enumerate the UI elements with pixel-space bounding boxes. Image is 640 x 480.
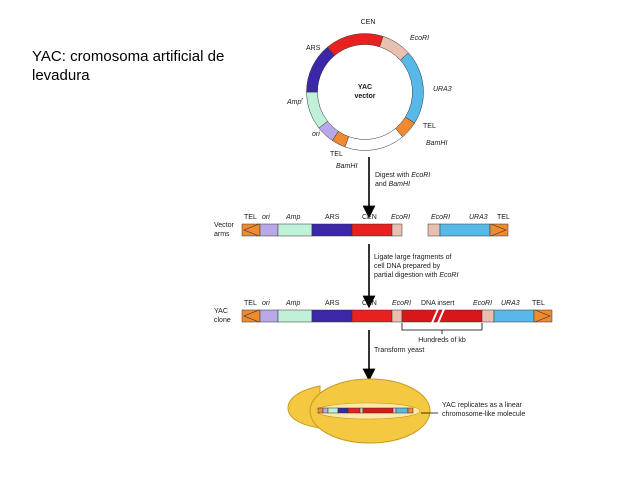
yac-vector-circle bbox=[306, 33, 424, 151]
label-bamhi-right: BamHI bbox=[426, 140, 447, 147]
va-header-ori: ori bbox=[262, 214, 270, 221]
va-bar-ura3 bbox=[439, 223, 491, 237]
va-bar-cen bbox=[351, 223, 393, 237]
va-bar-tel-right bbox=[489, 223, 509, 237]
insert-break-1 bbox=[431, 308, 439, 324]
clone-bar-ars bbox=[311, 309, 353, 323]
clone-header-ars: ARS bbox=[325, 300, 340, 307]
vector-arms-label-1: Vector bbox=[214, 222, 235, 229]
mini-tel-right bbox=[407, 407, 414, 414]
clone-bar-ampr bbox=[277, 309, 313, 323]
va-bar-ori bbox=[259, 223, 279, 237]
digest-text-2-italic: BamHI bbox=[389, 181, 410, 188]
label-cen: CEN bbox=[361, 19, 376, 26]
clone-header-amp: Amp bbox=[285, 300, 301, 307]
label-ars: ARS bbox=[306, 45, 321, 52]
digest-text-2: and bbox=[375, 181, 389, 188]
mini-insert bbox=[362, 407, 394, 414]
va-header-ecori-left: EcoRI bbox=[391, 214, 410, 221]
circle-center-label-1: YAC bbox=[358, 84, 372, 91]
clone-header-tel: TEL bbox=[244, 300, 257, 307]
va-bar-ecori-right bbox=[427, 223, 441, 237]
va-bar-ecori-left bbox=[391, 223, 403, 237]
clone-bar-ecori-1 bbox=[391, 309, 403, 323]
ampr-sup: r bbox=[301, 97, 303, 103]
clone-bar-ecori-2 bbox=[481, 309, 495, 323]
mini-ecori-2 bbox=[392, 407, 397, 414]
clone-header-cen: CEN bbox=[362, 300, 377, 307]
va-bar-ars bbox=[311, 223, 353, 237]
step-digest-line1: Digest with EcoRI bbox=[375, 172, 430, 179]
label-tel-right: TEL bbox=[423, 123, 436, 130]
linear-yac-molecule bbox=[317, 407, 414, 414]
yeast-cell bbox=[287, 378, 431, 444]
bracket-label: Hundreds of kb bbox=[418, 337, 466, 344]
insert-break-2 bbox=[437, 308, 445, 324]
mini-ori bbox=[322, 407, 329, 414]
mini-ars bbox=[337, 407, 349, 414]
mini-ampr bbox=[327, 407, 339, 414]
segment-ura3 bbox=[399, 52, 424, 124]
vector-arms-label-2: arms bbox=[214, 231, 230, 238]
clone-bar-tel-right bbox=[533, 309, 553, 323]
clone-bar-ura3 bbox=[493, 309, 535, 323]
segment-ampr bbox=[306, 91, 328, 129]
va-bar-tel-left bbox=[241, 223, 261, 237]
clone-bar-ori bbox=[259, 309, 279, 323]
ligate-text-3-italic: EcoRI bbox=[439, 272, 458, 279]
yac-clone-label-1: YAC bbox=[214, 308, 228, 315]
step-ligate-line2: cell DNA prepared by bbox=[374, 263, 441, 270]
yac-clone-label-2: clone bbox=[214, 317, 231, 324]
clone-bar-tel-left bbox=[241, 309, 261, 323]
mini-tel-left bbox=[317, 407, 324, 414]
digest-text-1-italic: EcoRI bbox=[411, 172, 430, 179]
va-header-tel-right: TEL bbox=[497, 214, 510, 221]
mini-ecori-1 bbox=[359, 407, 364, 414]
step-ligate-line1: Ligate large fragments of bbox=[374, 254, 451, 261]
step-ligate-line3: partial digestion with EcoRI bbox=[374, 272, 458, 279]
clone-header-ecori-1: EcoRI bbox=[392, 300, 411, 307]
clone-header-ecori-2: EcoRI bbox=[473, 300, 492, 307]
ligate-text-3: partial digestion with bbox=[374, 272, 439, 279]
clone-header-insert: DNA insert bbox=[421, 300, 455, 307]
yeast-caption-2: chromosome-like molecule bbox=[442, 411, 525, 418]
label-ura3: URA3 bbox=[433, 86, 452, 93]
segment-cen bbox=[327, 33, 384, 56]
clone-header-tel-right: TEL bbox=[532, 300, 545, 307]
mini-ura3 bbox=[395, 407, 409, 414]
va-header-tel: TEL bbox=[244, 214, 257, 221]
label-ori: ori bbox=[312, 131, 320, 138]
slide-title: YAC: cromosoma artificial de levadura bbox=[32, 48, 225, 84]
label-bamhi-left: BamHI bbox=[336, 163, 357, 170]
clone-header-ura3: URA3 bbox=[501, 300, 520, 307]
step-transform: Transform yeast bbox=[374, 347, 424, 354]
va-header-ecori-right: EcoRI bbox=[431, 214, 450, 221]
label-ecori: EcoRI bbox=[410, 35, 429, 42]
va-header-amp: Amp bbox=[285, 214, 301, 221]
va-bar-ampr bbox=[277, 223, 313, 237]
label-tel-left: TEL bbox=[330, 151, 343, 158]
ampr-text: Amp bbox=[286, 99, 302, 106]
vector-arms-bars bbox=[241, 223, 509, 237]
yeast-caption-1: YAC replicates as a linear bbox=[442, 402, 523, 409]
step-digest-line2: and BamHI bbox=[375, 181, 410, 188]
va-header-cen: CEN bbox=[362, 214, 377, 221]
va-header-ars: ARS bbox=[325, 214, 340, 221]
insert-bracket bbox=[401, 323, 483, 331]
mini-cen bbox=[347, 407, 361, 414]
digest-text-1: Digest with bbox=[375, 172, 411, 179]
yac-clone-bars bbox=[241, 308, 553, 324]
segment-stuffer bbox=[344, 128, 403, 151]
va-header-ura3: URA3 bbox=[469, 214, 488, 221]
segment-ars bbox=[306, 46, 335, 93]
clone-bar-cen bbox=[351, 309, 393, 323]
circle-center-label-2: vector bbox=[354, 93, 375, 100]
label-ampr: Ampr bbox=[286, 97, 303, 106]
clone-header-ori: ori bbox=[262, 300, 270, 307]
